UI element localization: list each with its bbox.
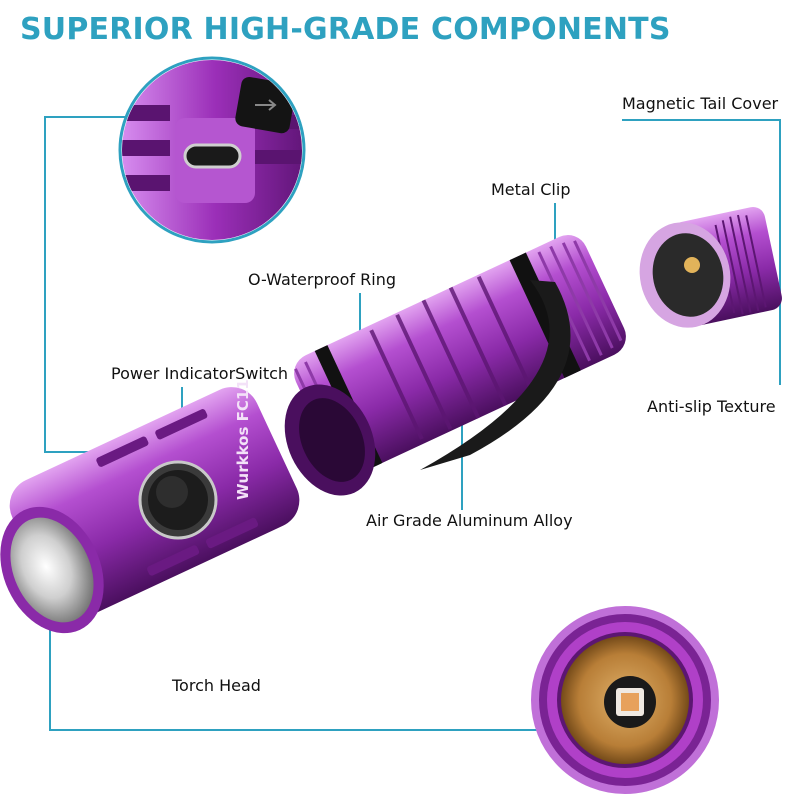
led-zoom xyxy=(531,606,719,794)
brand-mark: Wurkkos FC11 xyxy=(234,379,252,500)
label-anti-slip: Anti-slip Texture xyxy=(647,397,776,416)
label-metal-clip: Metal Clip xyxy=(491,180,571,199)
torch-head xyxy=(0,387,300,634)
power-switch-button xyxy=(138,460,218,540)
body-tube xyxy=(284,235,626,496)
page-title: SUPERIOR HIGH-GRADE COMPONENTS xyxy=(20,12,671,47)
label-o-ring: O-Waterproof Ring xyxy=(248,270,396,289)
label-power-switch: Power IndicatorSwitch xyxy=(111,364,289,383)
label-alloy: Air Grade Aluminum Alloy xyxy=(366,511,573,530)
label-magnetic-tail-cover: Magnetic Tail Cover xyxy=(622,94,779,113)
tail-cover xyxy=(639,206,782,328)
label-torch-head: Torch Head xyxy=(172,676,261,695)
usb-port-zoom xyxy=(118,56,306,244)
